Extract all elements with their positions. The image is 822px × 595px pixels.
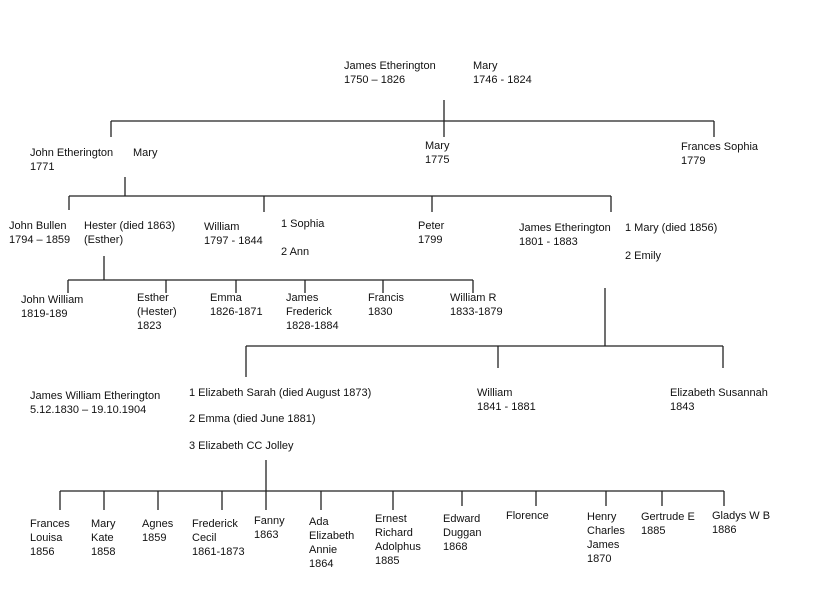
person-frances-sophia: Frances Sophia 1779 bbox=[681, 141, 759, 167]
person-emma: Emma 1826-1871 bbox=[210, 292, 263, 318]
person-john-etherington: John Etherington 1771 bbox=[30, 147, 114, 173]
person-francis: Francis 1830 bbox=[368, 292, 405, 318]
person-mary-1775: Mary 1775 bbox=[425, 140, 450, 166]
spouses-of-william: 1 Sophia 2 Ann bbox=[281, 218, 325, 258]
person-hester: Hester (died 1863) (Esther) bbox=[84, 220, 176, 246]
person-elizabeth-susannah: Elizabeth Susannah 1843 bbox=[670, 387, 768, 413]
person-james-frederick: James Frederick 1828-1884 bbox=[286, 292, 339, 332]
person-william-1841: William 1841 - 1881 bbox=[477, 387, 536, 413]
spouse-elizabeth-sarah: 1 Elizabeth Sarah (died August 1873) bbox=[189, 387, 372, 399]
person-gladys-w-b: Gladys W B 1886 bbox=[712, 510, 771, 536]
person-fanny: Fanny 1863 bbox=[254, 515, 285, 541]
person-john-william: John William 1819-189 bbox=[21, 294, 84, 320]
spouses-of-james: 1 Mary (died 1856) 2 Emily bbox=[625, 222, 718, 262]
person-james-william-etherington: James William Etherington 5.12.1830 – 19… bbox=[30, 390, 161, 416]
person-gertrude-e: Gertrude E 1885 bbox=[641, 511, 695, 537]
person-william-r: William R 1833-1879 bbox=[450, 292, 503, 318]
person-esther: Esther (Hester) 1823 bbox=[137, 292, 177, 332]
person-james-etherington-1801: James Etherington 1801 - 1883 bbox=[519, 222, 611, 248]
person-florence: Florence bbox=[506, 510, 549, 522]
person-frances-louisa: Frances Louisa 1856 bbox=[30, 518, 70, 558]
person-mary-kate: Mary Kate 1858 bbox=[91, 518, 116, 558]
person-peter: Peter 1799 bbox=[418, 220, 445, 246]
person-william-1797: William 1797 - 1844 bbox=[204, 221, 263, 247]
person-ernest-richard-adolphus: Ernest Richard Adolphus 1885 bbox=[375, 513, 421, 567]
spouse-emma: 2 Emma (died June 1881) bbox=[189, 413, 316, 425]
person-frederick-cecil: Frederick Cecil 1861-1873 bbox=[192, 518, 245, 558]
person-james-etherington-1750: James Etherington 1750 – 1826 bbox=[344, 60, 436, 86]
person-john-bullen: John Bullen 1794 – 1859 bbox=[9, 220, 71, 246]
person-henry-charles-james: Henry Charles James 1870 bbox=[587, 511, 625, 565]
person-mary-1746: Mary 1746 - 1824 bbox=[473, 60, 532, 86]
person-edward-duggan: Edward Duggan 1868 bbox=[443, 513, 482, 553]
spouse-elizabeth-cc-jolley: 3 Elizabeth CC Jolley bbox=[189, 440, 294, 452]
person-agnes: Agnes 1859 bbox=[142, 518, 174, 544]
person-ada-elizabeth-annie: Ada Elizabeth Annie 1864 bbox=[309, 516, 355, 570]
spouse-mary: Mary bbox=[133, 147, 158, 159]
